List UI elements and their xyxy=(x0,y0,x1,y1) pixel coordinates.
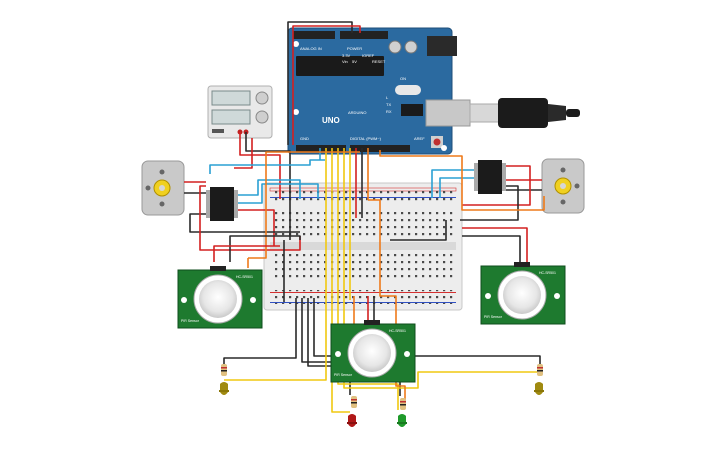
arduino-reset-label: RESET xyxy=(372,59,386,64)
motor-driver-left xyxy=(206,187,238,221)
breadboard xyxy=(263,182,463,311)
arduino-5v-label: 5V xyxy=(352,59,357,64)
arduino-ioref-label: IOREF xyxy=(362,53,375,58)
pir-right-part: HC-SR501 xyxy=(539,271,556,275)
usb-cable xyxy=(469,98,580,128)
arduino-uno: UNO ARDUINO DIGITAL (PWM~) POWER ANALOG … xyxy=(287,27,471,155)
arduino-tx-label: TX xyxy=(386,102,391,107)
led-red xyxy=(347,414,357,427)
arduino-on-label: ON xyxy=(400,76,406,81)
pir-left-name: PIR Sensor xyxy=(181,319,200,323)
pir-center-name: PIR Sensor xyxy=(334,373,353,377)
resistor xyxy=(351,396,357,408)
pir-sensor-left: PIR Sensor HC-SR501 xyxy=(177,266,263,329)
led-yellow-left xyxy=(219,382,229,395)
arduino-rx-label: RX xyxy=(386,109,392,114)
pir-sensor-center: PIR Sensor HC-SR501 xyxy=(330,320,416,383)
led-green xyxy=(397,414,407,427)
resistors xyxy=(221,364,543,410)
dc-motor-right xyxy=(541,158,585,214)
led-yellow-right xyxy=(534,382,544,395)
arduino-3v3-label: 3.3V xyxy=(342,53,351,58)
arduino-brand-label: ARDUINO xyxy=(348,110,366,115)
arduino-gnd-label: GND xyxy=(300,136,309,141)
resistor xyxy=(537,364,543,376)
pir-center-part: HC-SR501 xyxy=(389,329,406,333)
arduino-vin-label: Vin xyxy=(342,59,348,64)
arduino-l-label: L xyxy=(386,95,389,100)
pir-left-part: HC-SR501 xyxy=(236,275,253,279)
dc-motor-left xyxy=(141,160,185,216)
resistor xyxy=(221,364,227,376)
arduino-power-label: POWER xyxy=(347,46,362,51)
motor-driver-right xyxy=(474,160,506,194)
pir-right-name: PIR Sensor xyxy=(484,315,503,319)
power-supply xyxy=(207,85,273,139)
resistor xyxy=(400,398,406,410)
arduino-model-label: UNO xyxy=(322,116,340,125)
arduino-aref-label: AREF xyxy=(414,136,425,141)
arduino-analog-label: ANALOG IN xyxy=(300,46,322,51)
pir-sensor-right: PIR Sensor HC-SR501 xyxy=(480,262,566,325)
leds xyxy=(219,382,544,427)
arduino-digital-label: DIGITAL (PWM~) xyxy=(350,136,382,141)
